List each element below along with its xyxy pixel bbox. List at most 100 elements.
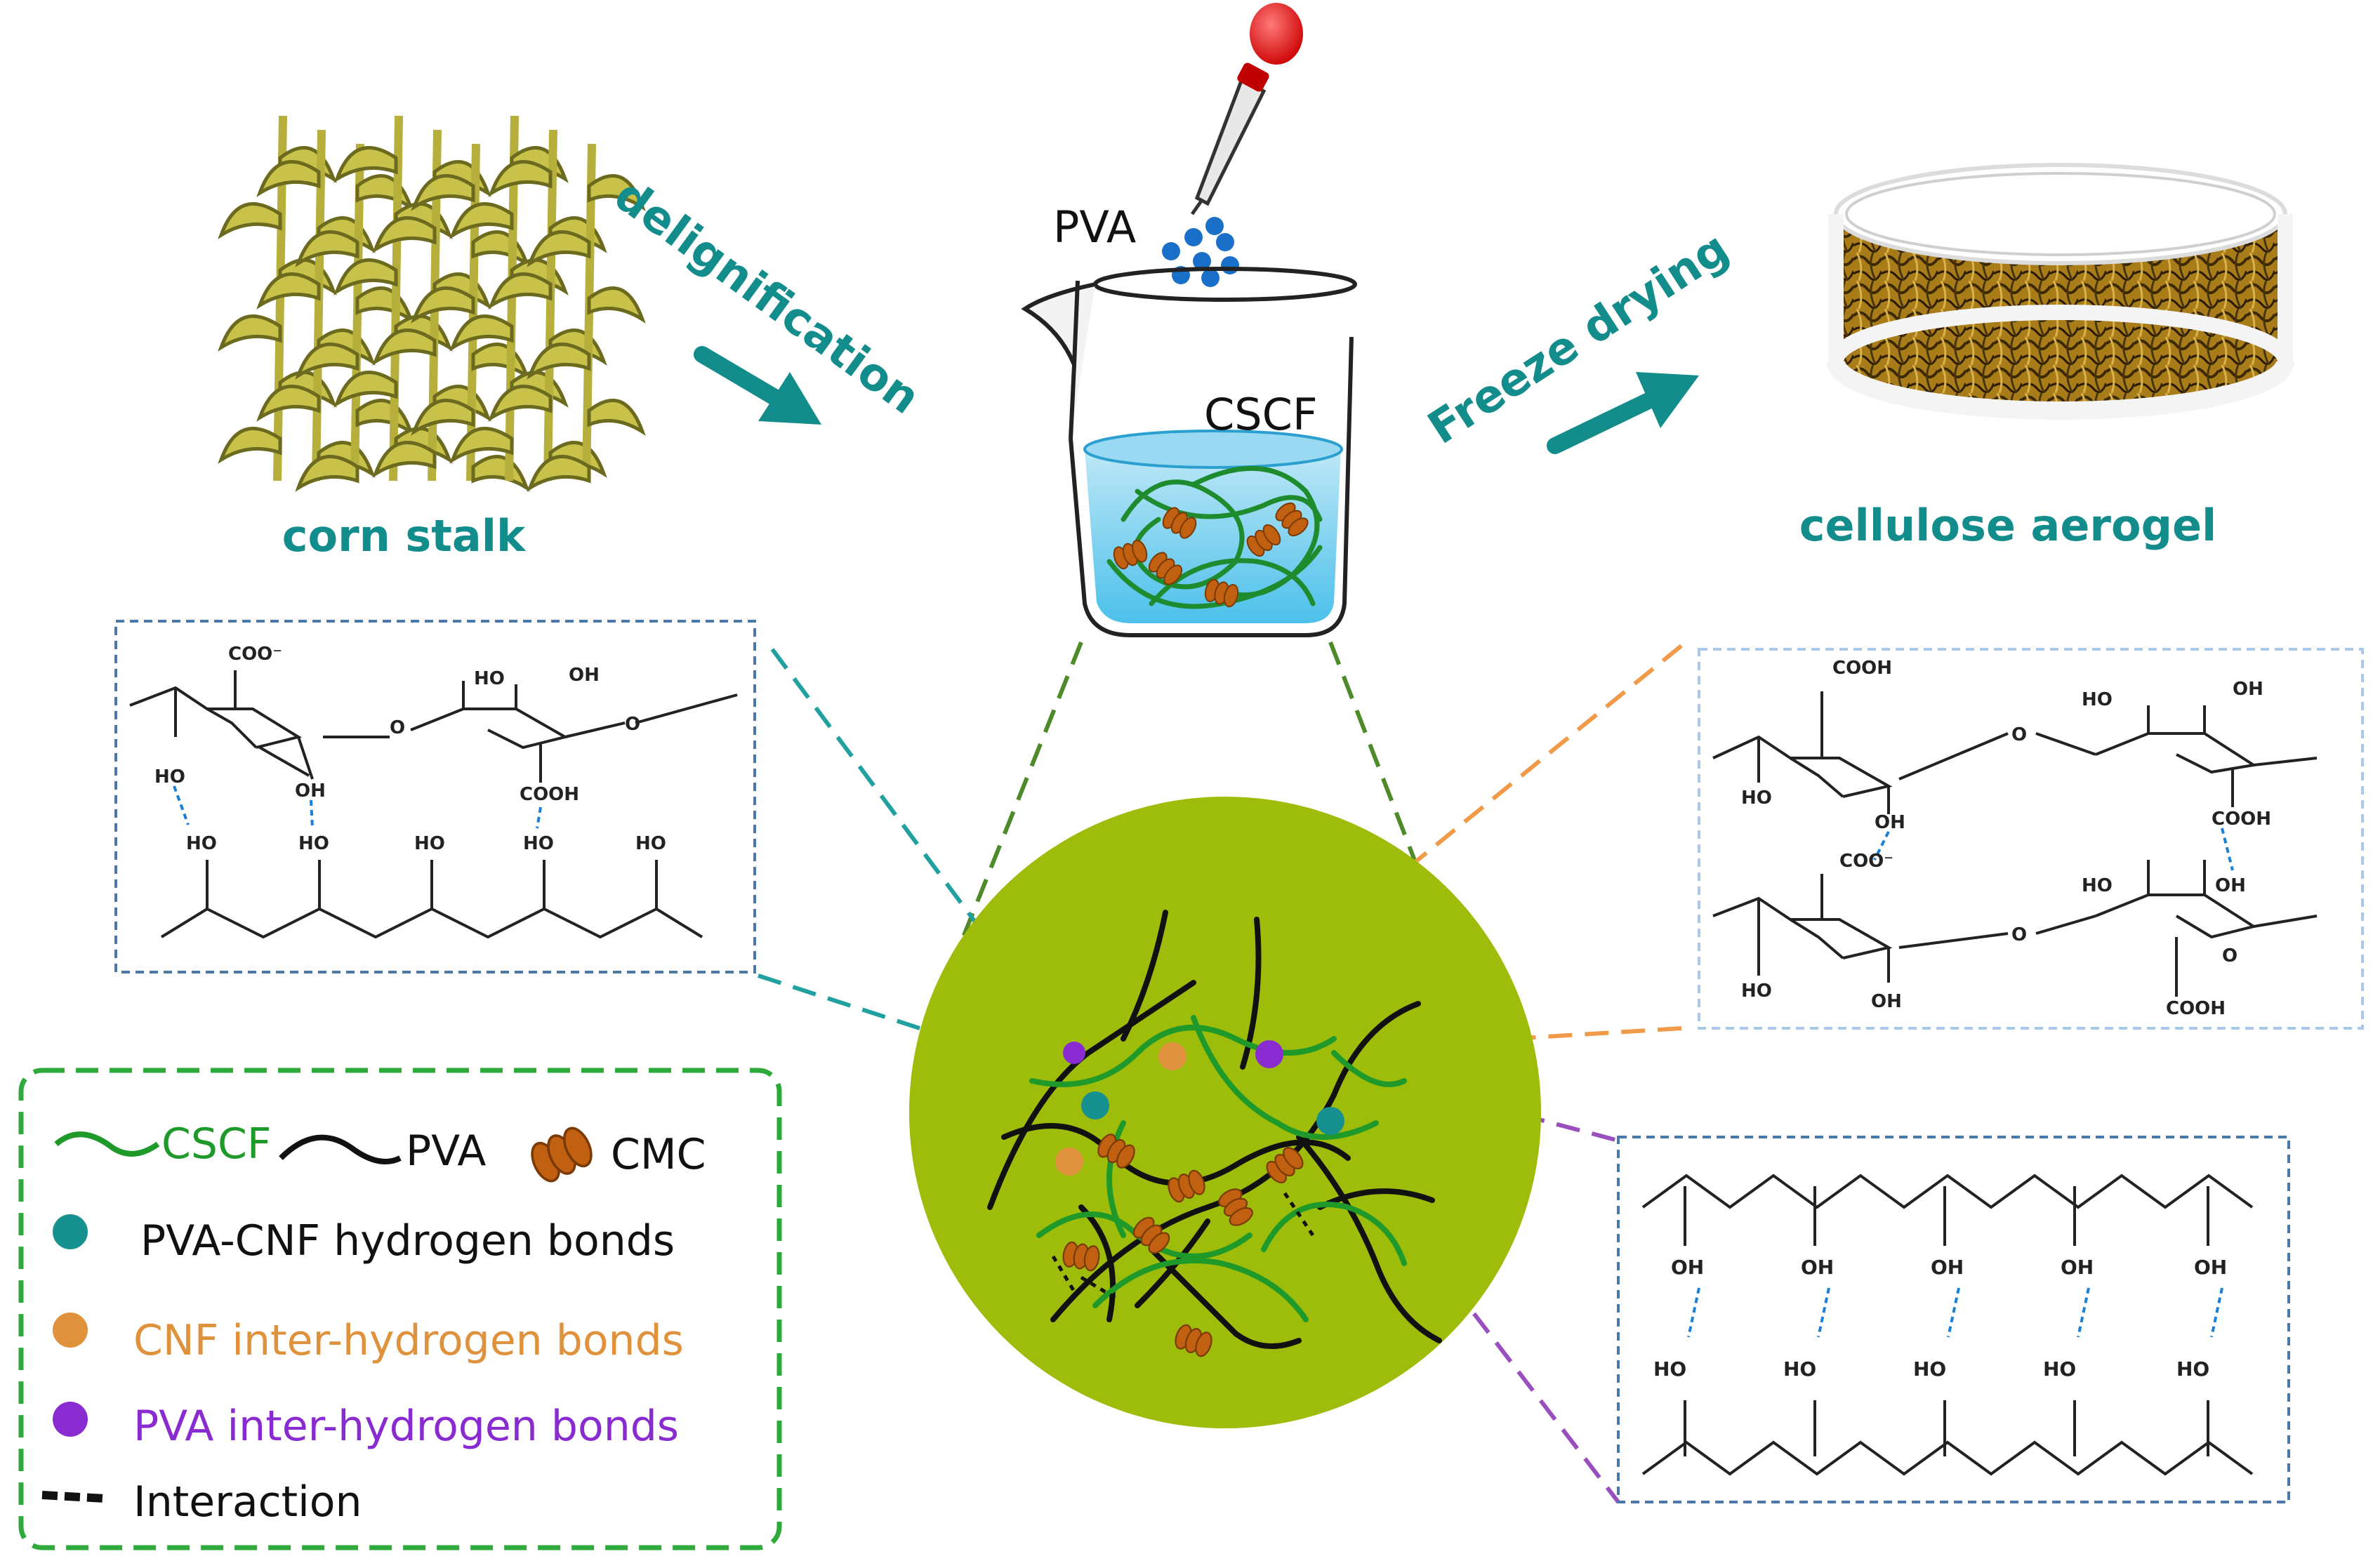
cmc-coil-turn	[1288, 517, 1309, 537]
cmc-coil-turn	[1229, 1207, 1253, 1226]
cmc-coil	[1062, 1241, 1100, 1272]
corn-leaf	[488, 272, 553, 310]
pva-chain	[1078, 1204, 1116, 1322]
corn-leaf	[527, 455, 591, 492]
tr-ho-1: HO	[1741, 788, 1772, 809]
corn-leaf	[333, 371, 398, 408]
corn-stem	[312, 129, 326, 481]
pva-oh-label: OH	[1801, 1256, 1834, 1279]
pva-oh-label: OH	[1931, 1256, 1964, 1279]
corn-leaf	[355, 286, 414, 324]
legend-teal-dot	[53, 1214, 88, 1249]
cscf-chain	[1106, 1120, 1126, 1238]
corn-leaf	[449, 202, 514, 239]
legend-cscf-swatch	[54, 1131, 160, 1157]
network-zoom-circle	[909, 797, 1541, 1428]
tr-ho-4: HO	[1741, 981, 1772, 1002]
corn-leaf	[218, 202, 282, 239]
cmc-coil-turn	[562, 1127, 593, 1168]
corn-leaf	[411, 174, 475, 211]
corn-leaf	[471, 342, 530, 380]
corn-leaf	[372, 328, 437, 366]
tl-coo-label: COO⁻	[228, 644, 282, 665]
corn-stem	[543, 129, 557, 481]
tr-o-1: O	[2011, 724, 2027, 745]
pva-cnf-bond-dot	[1081, 1091, 1109, 1119]
delignification-arrow	[694, 346, 821, 425]
corn-leaf	[411, 399, 475, 436]
legend-cmc-label: CMC	[611, 1130, 706, 1179]
pva-oh-label: OH	[2194, 1256, 2227, 1279]
tl-o-2: O	[625, 714, 640, 735]
cmc-coil-turn	[1132, 539, 1148, 563]
freeze-drying-arrow	[1547, 372, 1699, 454]
corn-leaf	[449, 314, 514, 352]
pva-chain	[1121, 910, 1168, 1042]
pva-oh-label: OH	[1671, 1256, 1704, 1279]
cmc-coil-turn	[1223, 583, 1239, 608]
legend-cnf-inter-label: CNF inter-hydrogen bonds	[133, 1316, 684, 1365]
corn-leaf	[218, 427, 282, 464]
corn-leaf	[355, 173, 414, 211]
tl-oh-1: OH	[295, 780, 326, 802]
tr-coo-1: COO⁻	[1839, 851, 1893, 872]
tr-oh-4: OH	[1871, 991, 1902, 1012]
cscf-chain	[1092, 1258, 1309, 1322]
aerogel-label: cellulose aerogel	[1799, 500, 2217, 551]
legend-cscf-label: CSCF	[161, 1119, 271, 1169]
pva-chain	[1149, 1247, 1302, 1349]
cnf-inter-bond-dot	[1158, 1042, 1186, 1070]
cmc-coil-turn	[1163, 564, 1183, 585]
legend-pva-inter-label: PVA inter-hydrogen bonds	[133, 1402, 679, 1451]
cmc-coil-turn	[1262, 524, 1281, 546]
aerogel-cylinder	[1827, 163, 2294, 420]
cmc-coil	[1275, 502, 1309, 537]
cmc-coil	[1266, 1147, 1304, 1183]
tr-oh-3: OH	[2215, 875, 2246, 896]
corn-leaf	[587, 398, 646, 436]
corn-leaf	[295, 343, 359, 380]
legend-interaction-label: Interaction	[133, 1477, 362, 1527]
cmc-coil-turn	[1083, 1245, 1100, 1272]
pva-ho-5: HO	[635, 833, 666, 854]
corn-leaf	[488, 160, 553, 197]
tr-o-2: O	[2011, 924, 2027, 945]
cmc-coil-turn	[1116, 1144, 1135, 1169]
legend-box: CSCF PVA CMC PVA-CNF hydrogen bonds CNF …	[18, 1068, 782, 1550]
tr-cooh-2: COOH	[2212, 809, 2271, 830]
cmc-coil-turn	[1179, 517, 1197, 539]
corn-leaf	[256, 385, 321, 422]
corn-leaf	[355, 398, 414, 436]
pva-chain	[1240, 917, 1262, 1070]
pva-oh-label: OH	[2061, 1256, 2094, 1279]
tr-ho-3: HO	[2082, 875, 2113, 896]
pva-ho-label: HO	[1913, 1357, 1946, 1381]
corn-stalk-illustration	[218, 115, 646, 492]
tr-oh-2: OH	[2233, 679, 2263, 700]
cscf-fiber	[1135, 489, 1323, 522]
cscf-chain	[1331, 1050, 1407, 1087]
corn-leaf	[449, 427, 514, 464]
legend-pva-cnf-label: PVA-CNF hydrogen bonds	[140, 1216, 675, 1265]
cnf-inter-bond-dot	[1055, 1148, 1083, 1176]
pva-inter-bond-dot	[1255, 1040, 1283, 1068]
tr-cooh-3: COOH	[2166, 998, 2226, 1019]
cscf-chain	[1191, 1015, 1379, 1140]
cmc-coil	[1148, 552, 1183, 585]
pva-ho-label: HO	[2176, 1357, 2209, 1381]
legend-cmc-swatch	[531, 1127, 593, 1183]
cmc-coil-turn	[1195, 1331, 1212, 1357]
corn-leaf	[333, 258, 398, 295]
cscf-chain	[1029, 1025, 1337, 1087]
corn-leaf	[295, 230, 359, 267]
corn-leaf	[411, 286, 475, 324]
cmc-coil	[1204, 578, 1239, 608]
cmc-coil	[1175, 1324, 1212, 1357]
structure-cmc-cmc-box: COOH HO OH O HO OH COOH COO⁻ OH HO O O H…	[1698, 648, 2364, 1030]
legend-orange-dot	[53, 1313, 88, 1348]
tr-oh-1: OH	[1875, 812, 1905, 833]
corn-leaf	[527, 230, 591, 267]
interaction-line	[1283, 1192, 1315, 1237]
beaker-content-label: CSCF	[1204, 389, 1318, 440]
